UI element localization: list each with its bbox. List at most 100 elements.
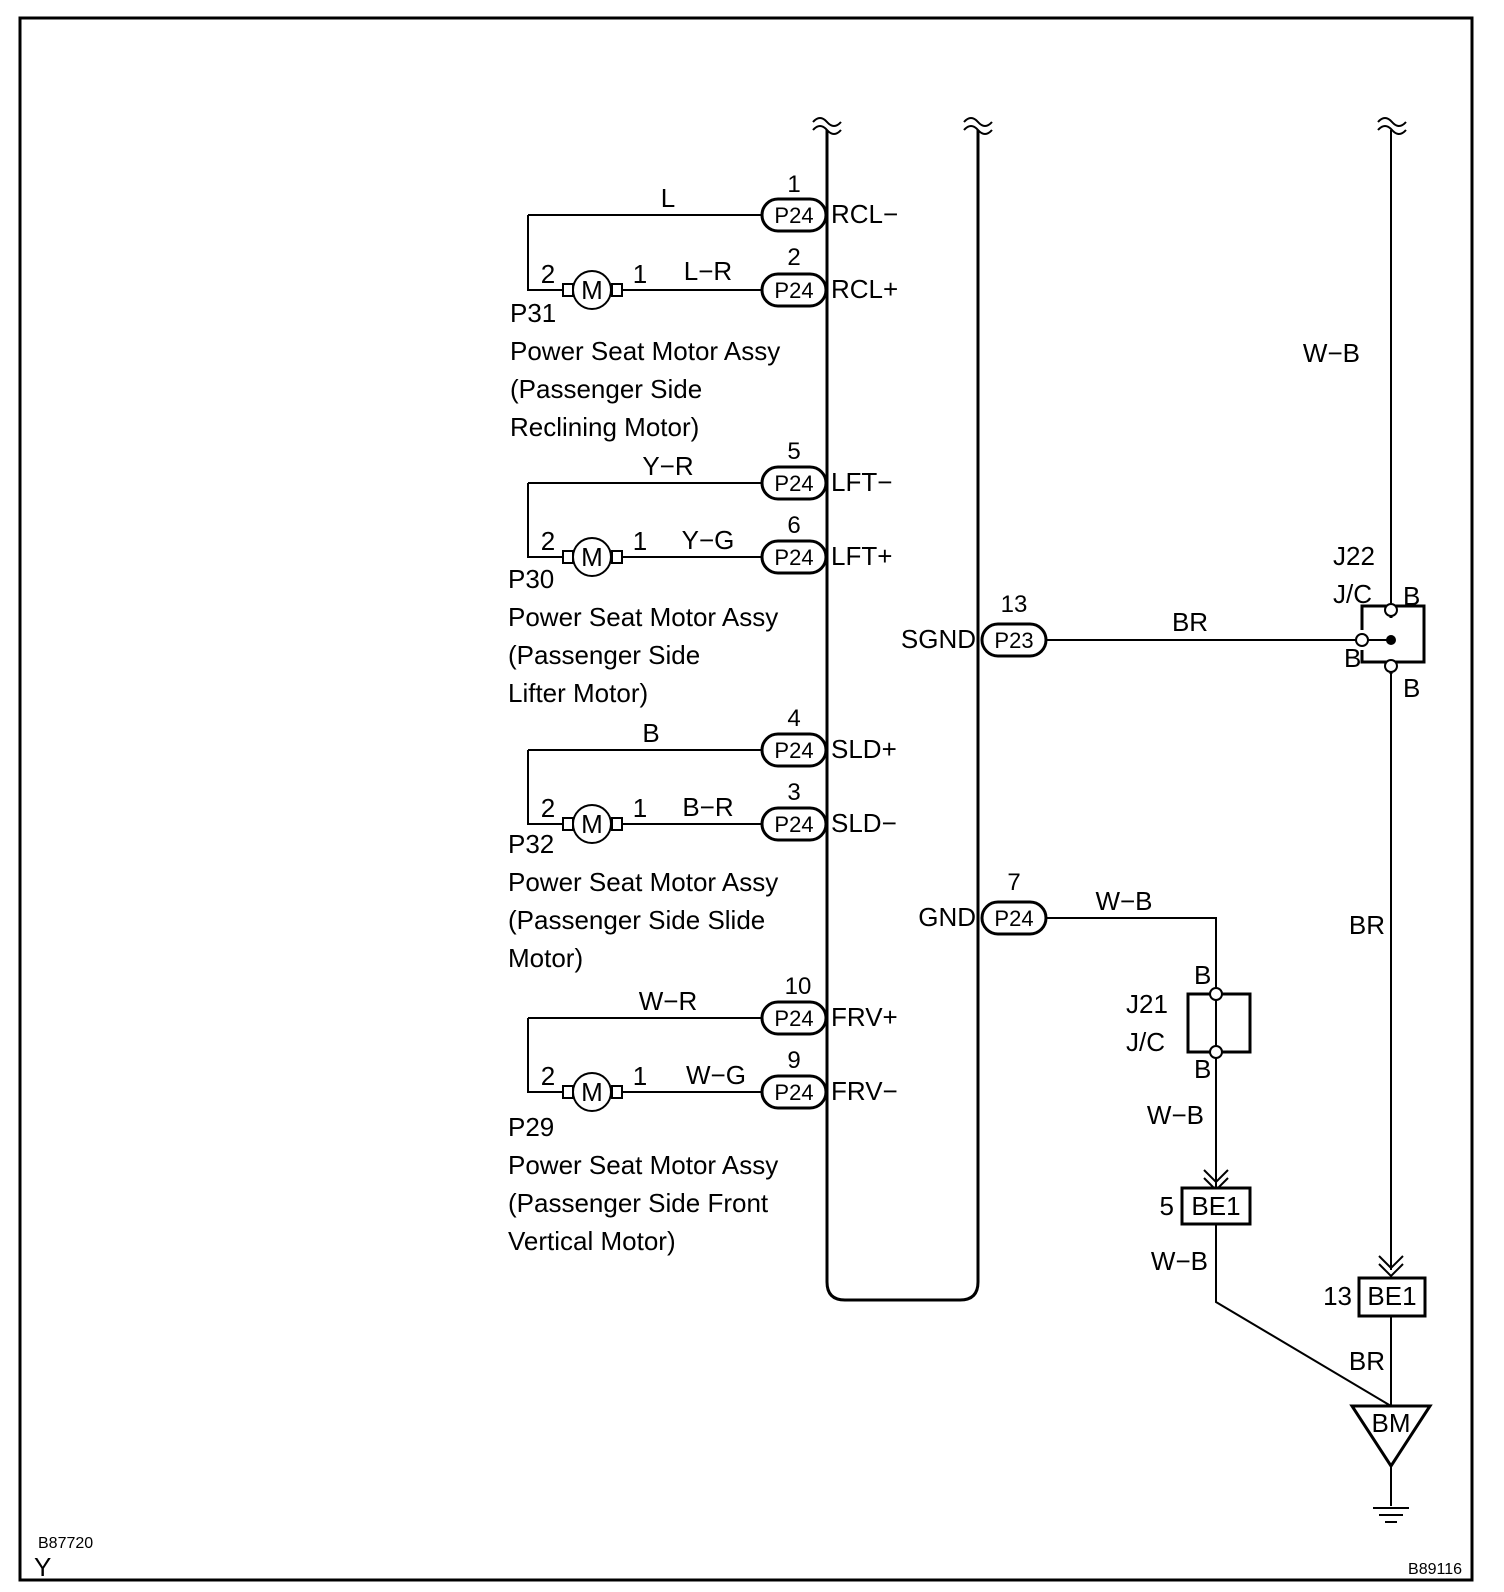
component-title: Power Seat Motor Assy bbox=[508, 602, 778, 632]
signal-label: FRV− bbox=[831, 1076, 898, 1106]
figure-id-right: B89116 bbox=[1408, 1561, 1462, 1578]
component-id: P31 bbox=[510, 298, 556, 328]
ground-icon bbox=[1373, 1507, 1409, 1523]
component-desc: (Passenger Side Front bbox=[508, 1188, 769, 1218]
terminal-label: B bbox=[1344, 643, 1361, 673]
component-id: P30 bbox=[508, 564, 554, 594]
wire-color-label: W−B bbox=[1147, 1100, 1204, 1130]
junction-j22: J22 J/C B B B bbox=[1333, 541, 1426, 703]
signal-label: SGND bbox=[901, 624, 976, 654]
pin-number: 1 bbox=[787, 171, 800, 198]
junction-id: J21 bbox=[1126, 989, 1168, 1019]
motor-pin: 2 bbox=[541, 1061, 555, 1091]
connector-label: P24 bbox=[774, 1080, 813, 1105]
motor-pin: 1 bbox=[633, 793, 647, 823]
connector-label: P24 bbox=[774, 545, 813, 570]
motor-block-p31: P24 P24 1 2 RCL− RCL+ L L−R M 2 1 P31 Po… bbox=[510, 171, 898, 442]
motor-icon bbox=[572, 1072, 612, 1112]
motor-icon bbox=[572, 537, 612, 577]
motor-block-p32: P24 P24 4 3 SLD+ SLD− B B−R M 2 1 P32 Po… bbox=[508, 705, 897, 973]
component-title: Power Seat Motor Assy bbox=[510, 336, 780, 366]
wire-color-label: BR bbox=[1349, 1346, 1385, 1376]
pin-number: 5 bbox=[787, 438, 800, 465]
pin-number: 6 bbox=[787, 512, 800, 539]
motor-pin: 1 bbox=[633, 1061, 647, 1091]
wire-color-label: L bbox=[661, 183, 675, 213]
terminal-label: B bbox=[1403, 673, 1420, 703]
wire-color-label: BR bbox=[1172, 607, 1208, 637]
motor-icon bbox=[572, 270, 612, 310]
motor-pin: 2 bbox=[541, 526, 555, 556]
signal-label: GND bbox=[918, 902, 976, 932]
component-desc: Motor) bbox=[508, 943, 583, 973]
wire-color-label: W−B bbox=[1151, 1246, 1208, 1276]
pin-number: 13 bbox=[1323, 1281, 1352, 1311]
signal-label: LFT+ bbox=[831, 541, 892, 571]
pin-number: 3 bbox=[787, 779, 800, 806]
sgnd-connection: P23 13 SGND BR bbox=[901, 591, 1362, 658]
break-mark-middle bbox=[963, 117, 993, 135]
component-title: Power Seat Motor Assy bbox=[508, 1150, 778, 1180]
signal-label: SLD+ bbox=[831, 734, 897, 764]
motor-block-p29: P24 P24 10 9 FRV+ FRV− W−R W−G M 2 1 P29… bbox=[508, 973, 898, 1256]
pin-number: 7 bbox=[1007, 869, 1020, 896]
break-mark-left bbox=[812, 117, 842, 135]
signal-label: RCL− bbox=[831, 199, 898, 229]
connector-label: P24 bbox=[774, 203, 813, 228]
pin-number: 13 bbox=[1001, 591, 1028, 618]
connector-label: P24 bbox=[774, 1006, 813, 1031]
pin-number: 4 bbox=[787, 705, 800, 732]
ground-point-bm: BM bbox=[1349, 1404, 1433, 1506]
component-desc: (Passenger Side bbox=[510, 374, 702, 404]
component-desc: Vertical Motor) bbox=[508, 1226, 676, 1256]
wire-color-label: BR bbox=[1349, 910, 1385, 940]
wire-color-label: L−R bbox=[684, 256, 732, 286]
component-id: P29 bbox=[508, 1112, 554, 1142]
connector-label: BE1 bbox=[1367, 1281, 1416, 1311]
connector-label: BE1 bbox=[1191, 1191, 1240, 1221]
wire-color-label: W−G bbox=[686, 1060, 746, 1090]
component-desc: (Passenger Side Slide bbox=[508, 905, 765, 935]
wire-color-label: Y−G bbox=[682, 525, 735, 555]
connector-be1-left: BE1 5 bbox=[1160, 1186, 1252, 1226]
junction-type: J/C bbox=[1126, 1027, 1165, 1057]
connector-label: P24 bbox=[994, 906, 1033, 931]
terminal-label: B bbox=[1403, 581, 1420, 611]
wire-color-label: W−R bbox=[639, 986, 698, 1016]
wire-color-label: W−B bbox=[1095, 886, 1152, 916]
component-desc: Lifter Motor) bbox=[508, 678, 648, 708]
ecu-rail bbox=[825, 130, 980, 1302]
connector-label: P24 bbox=[774, 278, 813, 303]
motor-pin: 2 bbox=[541, 259, 555, 289]
component-id: P32 bbox=[508, 829, 554, 859]
gnd-connection: P24 7 GND W−B bbox=[918, 869, 1217, 994]
junction-type: J/C bbox=[1333, 579, 1372, 609]
wire-color-label: B bbox=[642, 718, 659, 748]
wire-color-label: B−R bbox=[682, 792, 733, 822]
connector-label: P24 bbox=[774, 812, 813, 837]
motor-glyph: M bbox=[581, 1077, 603, 1107]
figure-letter: Y bbox=[34, 1552, 51, 1582]
motor-glyph: M bbox=[581, 809, 603, 839]
wire-color-label: Y−R bbox=[642, 451, 693, 481]
junction-id: J22 bbox=[1333, 541, 1375, 571]
motor-glyph: M bbox=[581, 275, 603, 305]
component-desc: Reclining Motor) bbox=[510, 412, 699, 442]
terminal-label: B bbox=[1194, 1054, 1211, 1084]
signal-label: LFT− bbox=[831, 467, 892, 497]
motor-block-p30: P24 P24 5 6 LFT− LFT+ Y−R Y−G M 2 1 P30 … bbox=[508, 438, 892, 708]
connector-label: P24 bbox=[774, 471, 813, 496]
connector-label: P23 bbox=[994, 628, 1033, 653]
signal-label: SLD− bbox=[831, 808, 897, 838]
pin-number: 2 bbox=[787, 244, 800, 271]
component-title: Power Seat Motor Assy bbox=[508, 867, 778, 897]
pin-number: 10 bbox=[785, 973, 812, 1000]
diagram-frame bbox=[18, 16, 1474, 1582]
terminal-label: B bbox=[1194, 960, 1211, 990]
pin-number: 5 bbox=[1160, 1191, 1174, 1221]
component-desc: (Passenger Side bbox=[508, 640, 700, 670]
motor-pin: 1 bbox=[633, 259, 647, 289]
signal-label: FRV+ bbox=[831, 1002, 898, 1032]
connector-label: P24 bbox=[774, 738, 813, 763]
